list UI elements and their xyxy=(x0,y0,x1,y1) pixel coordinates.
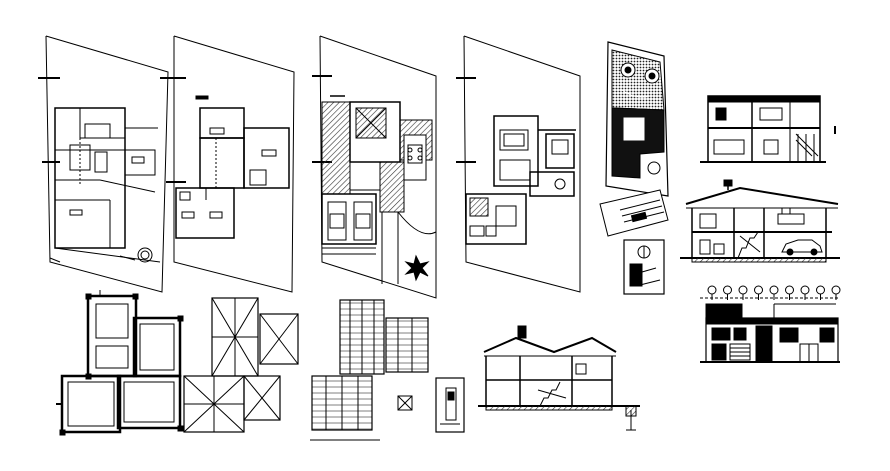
roof-framing-plan xyxy=(310,299,429,441)
section-a xyxy=(700,95,836,163)
grid-bubble xyxy=(831,285,841,295)
grid-bubble xyxy=(738,285,748,295)
plan-furnished-ground xyxy=(312,35,437,299)
grid-bubble xyxy=(769,285,779,295)
key-detail xyxy=(623,239,665,295)
column-grid-plan xyxy=(56,290,184,436)
plan-furnished-first xyxy=(456,35,581,293)
section-c xyxy=(478,325,640,431)
grid-bubble xyxy=(816,285,825,295)
grid-bubble xyxy=(800,285,810,295)
grid-bubble xyxy=(754,285,763,295)
slab-plan xyxy=(183,297,299,433)
site-plan xyxy=(599,41,669,237)
front-elevation xyxy=(700,285,841,363)
grid-bubble xyxy=(723,285,732,295)
section-b xyxy=(680,179,840,263)
small-detail xyxy=(397,377,465,433)
grid-bubble xyxy=(785,285,794,295)
grid-bubble xyxy=(707,285,717,295)
plan-first-floor xyxy=(166,35,295,293)
plan-ground-floor xyxy=(38,35,176,293)
